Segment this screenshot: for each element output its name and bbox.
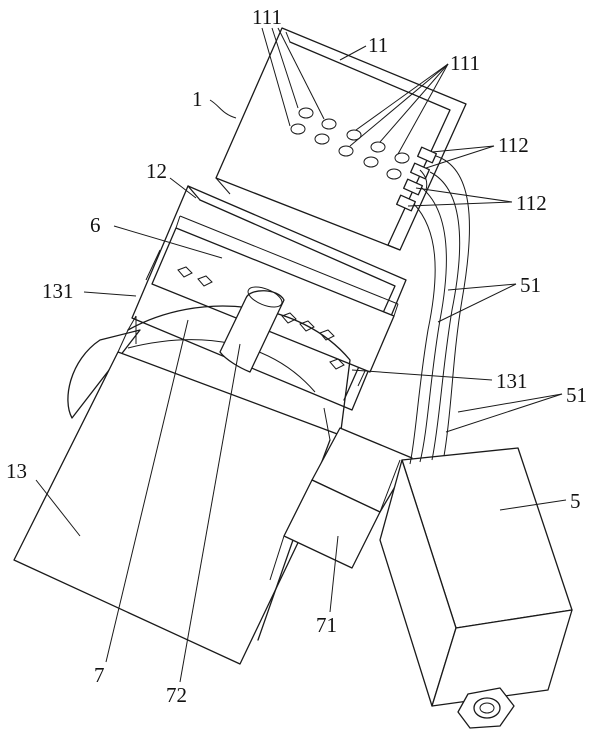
connector-nut <box>457 687 515 729</box>
leader-lines <box>35 27 567 683</box>
label-1: 1 <box>192 87 203 111</box>
teeth-131 <box>177 266 345 370</box>
label-131-left: 131 <box>42 279 74 303</box>
label-111-right: 111 <box>450 51 480 75</box>
label-131-right: 131 <box>496 369 528 393</box>
wires-51 <box>409 155 470 465</box>
label-71: 71 <box>316 613 337 637</box>
label-51-bottom: 51 <box>566 383 587 407</box>
sensor-strip-112 <box>396 146 437 212</box>
label-112-bottom: 112 <box>516 191 547 215</box>
hole-array-111 <box>290 107 410 180</box>
label-12: 12 <box>146 159 167 183</box>
shaft-72 <box>219 286 285 373</box>
label-5: 5 <box>570 489 581 513</box>
label-112-top: 112 <box>498 133 529 157</box>
label-6: 6 <box>90 213 101 237</box>
motor-71 <box>269 427 413 581</box>
housing-13 <box>13 305 351 665</box>
reference-labels: 1 11 111 111 112 112 12 6 131 131 51 51 … <box>6 5 587 707</box>
label-11: 11 <box>368 33 388 57</box>
hopper-11 <box>215 27 467 251</box>
control-box-5 <box>379 447 573 707</box>
label-72: 72 <box>166 683 187 707</box>
label-51-top: 51 <box>520 273 541 297</box>
label-7: 7 <box>94 663 105 687</box>
label-13: 13 <box>6 459 27 483</box>
label-111-left: 111 <box>252 5 282 29</box>
